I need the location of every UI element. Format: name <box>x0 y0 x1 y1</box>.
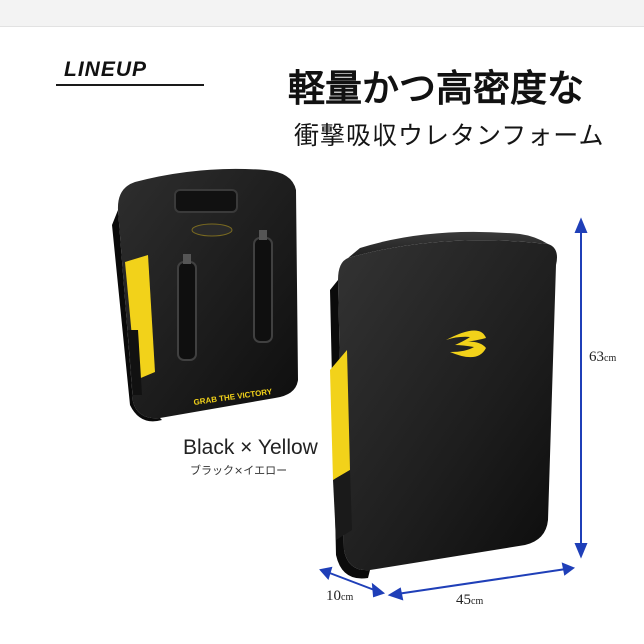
section-label: LINEUP <box>64 58 148 81</box>
width-label: 45cm <box>456 592 484 608</box>
arm-strap-right <box>253 237 273 343</box>
front-accent-panel <box>330 350 350 480</box>
pad-back-view <box>112 168 299 422</box>
dimension-arrows <box>319 217 588 601</box>
height-label: 63cm <box>589 349 617 365</box>
width-arrow <box>396 568 567 595</box>
subheadline: 衝撃吸収ウレタンフォーム <box>294 121 605 150</box>
arm-strap-left <box>177 261 197 361</box>
depth-arrow <box>326 571 378 592</box>
pad-front-view <box>330 231 557 579</box>
depth-label: 10cm <box>326 588 354 604</box>
top-bar <box>0 0 644 27</box>
color-name-kana: ブラック×イエロー <box>190 464 288 477</box>
top-handle <box>174 189 238 213</box>
section-underline <box>56 84 204 86</box>
headline: 軽量かつ高密度な <box>288 67 584 110</box>
color-name: Black × Yellow <box>183 436 318 459</box>
brand-logo <box>446 330 486 358</box>
accent-panel <box>125 255 155 380</box>
